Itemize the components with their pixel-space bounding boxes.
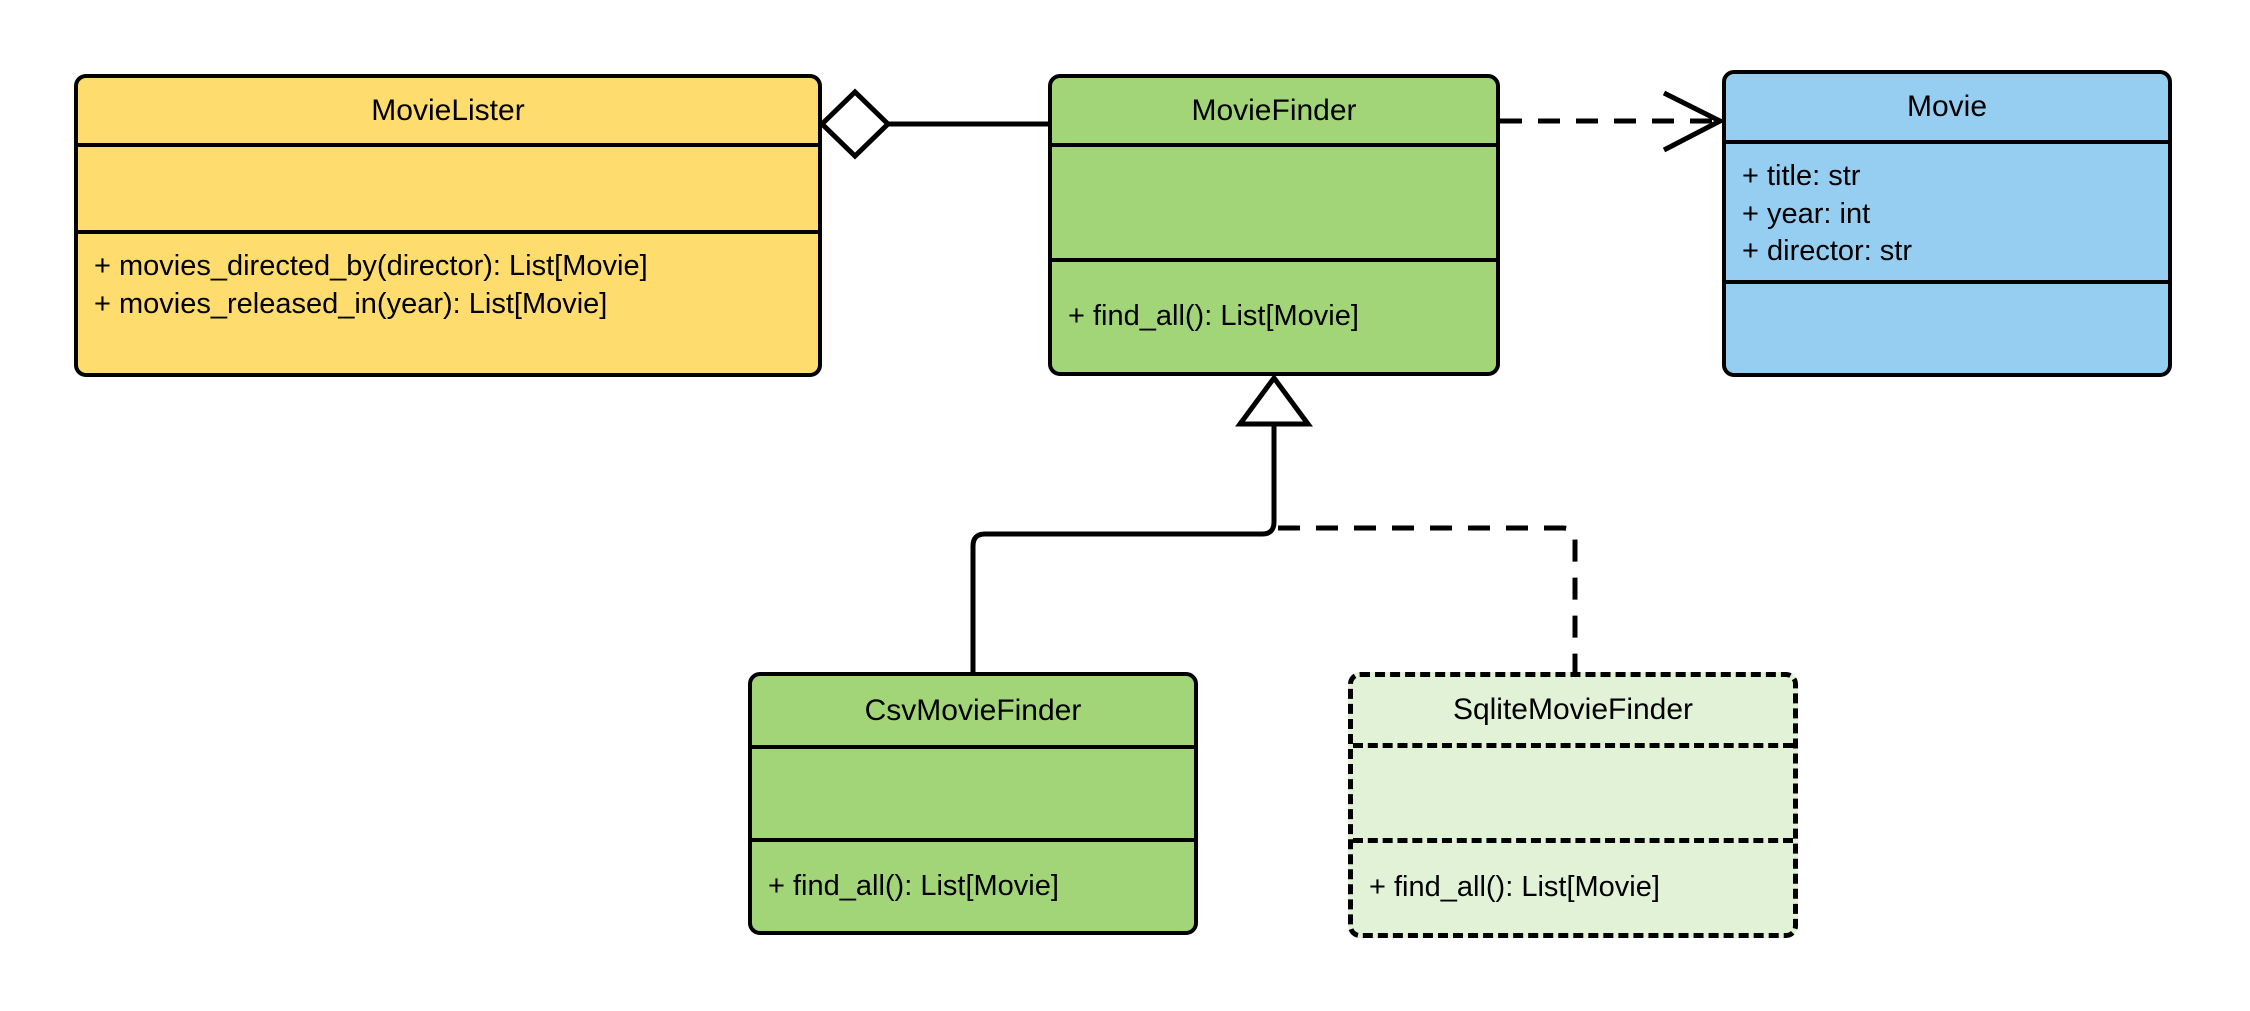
class-attributes-sqlite-movie-finder <box>1353 743 1793 838</box>
relationship-inheritance-csv-finder <box>970 373 1313 672</box>
method-item: + find_all(): List[Movie] <box>1068 300 1359 333</box>
method-item: + find_all(): List[Movie] <box>768 869 1059 902</box>
hollow-triangle-icon <box>1235 373 1313 427</box>
class-box-movie-lister[interactable]: MovieLister + movies_directed_by(directo… <box>74 74 822 377</box>
hollow-diamond-icon <box>818 88 892 160</box>
class-methods-sqlite-movie-finder: + find_all(): List[Movie] <box>1353 838 1793 933</box>
relationship-dependency-finder-movie <box>1500 90 1726 153</box>
method-item: + movies_directed_by(director): List[Mov… <box>94 250 648 282</box>
method-item: + movies_released_in(year): List[Movie] <box>94 287 608 320</box>
class-title-csv-movie-finder: CsvMovieFinder <box>864 693 1082 727</box>
class-attributes-movie-lister <box>78 143 818 230</box>
class-methods-movie-finder: + find_all(): List[Movie] <box>1052 258 1496 372</box>
class-attributes-movie: + title: str + year: int + director: str <box>1726 140 2168 280</box>
method-item: + find_all(): List[Movie] <box>1369 871 1660 904</box>
class-methods-csv-movie-finder: + find_all(): List[Movie] <box>752 838 1194 931</box>
class-attributes-movie-finder <box>1052 143 1496 258</box>
class-title-movie-lister: MovieLister <box>371 93 525 127</box>
open-arrow-icon <box>1662 90 1726 153</box>
attribute-item: + title: str <box>1742 160 1861 192</box>
class-attributes-csv-movie-finder <box>752 745 1194 838</box>
attribute-item: + director: str <box>1742 235 1913 268</box>
inheritance-line-sqlite <box>1278 525 1578 672</box>
class-methods-movie-lister: + movies_directed_by(director): List[Mov… <box>78 230 818 373</box>
class-box-movie-finder[interactable]: MovieFinder + find_all(): List[Movie] <box>1048 74 1500 376</box>
attribute-item: + year: int <box>1742 197 1871 230</box>
class-box-csv-movie-finder[interactable]: CsvMovieFinder + find_all(): List[Movie] <box>748 672 1198 935</box>
class-box-movie[interactable]: Movie + title: str + year: int + directo… <box>1722 70 2172 377</box>
class-title-movie-finder: MovieFinder <box>1191 93 1357 127</box>
relationship-aggregation-lister-finder <box>818 88 1048 160</box>
class-methods-movie <box>1726 280 2168 373</box>
class-title-movie: Movie <box>1906 90 1988 123</box>
class-title-sqlite-movie-finder: SqliteMovieFinder <box>1452 693 1694 726</box>
inheritance-line-csv <box>970 425 1277 672</box>
class-box-sqlite-movie-finder[interactable]: SqliteMovieFinder + find_all(): List[Mov… <box>1348 672 1798 938</box>
relationship-inheritance-sqlite-finder <box>1278 525 1578 672</box>
